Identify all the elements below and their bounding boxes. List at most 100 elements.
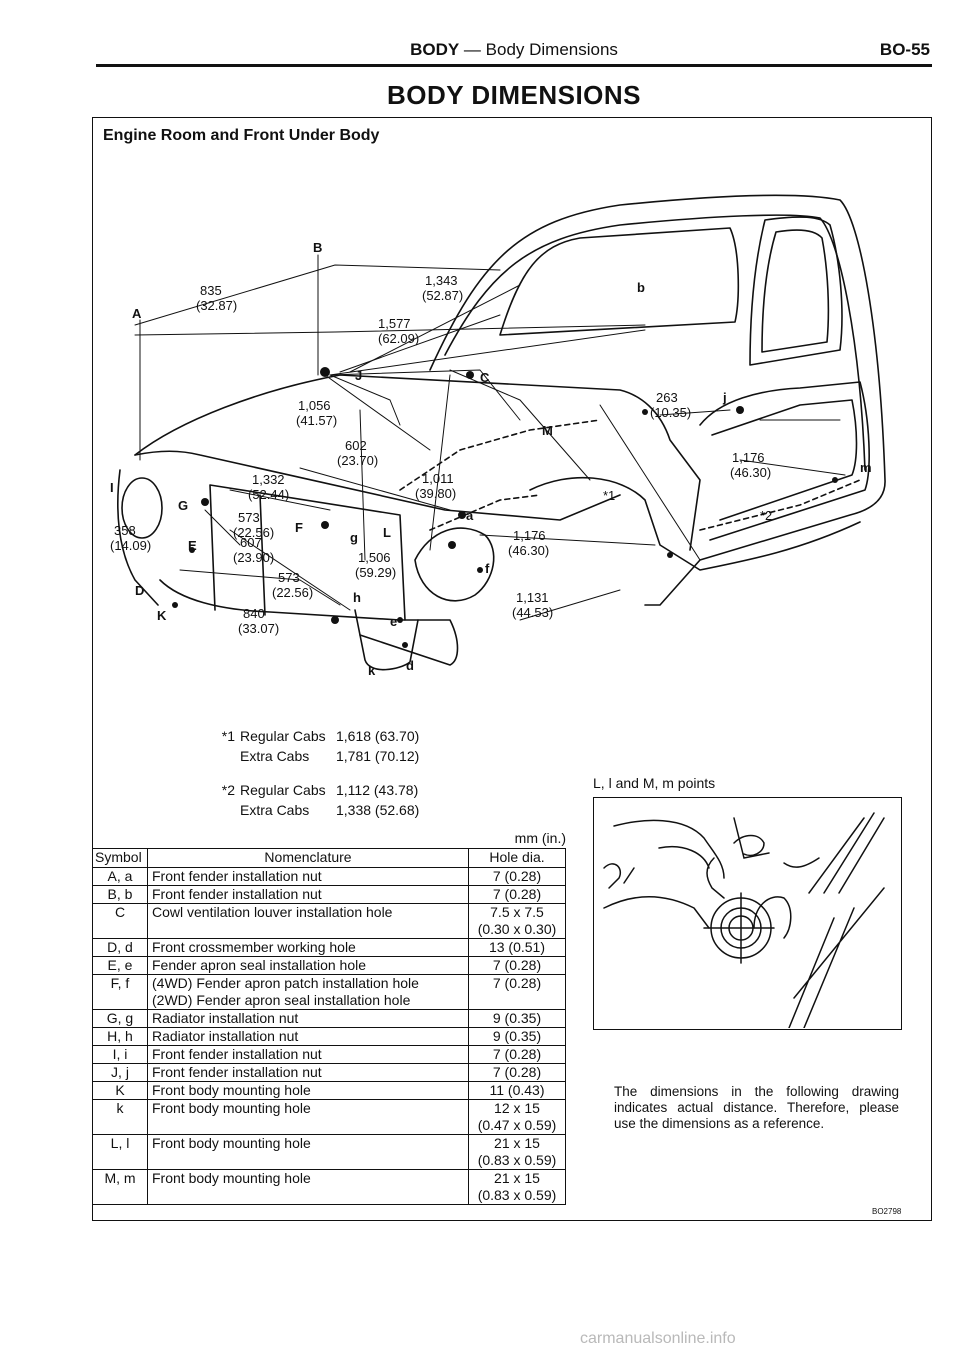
dim-1343-in: (52.87) bbox=[422, 288, 463, 303]
table-row: L, l Front body mounting hole 21 x 15 (0… bbox=[92, 1134, 566, 1170]
label-I: I bbox=[110, 480, 114, 495]
dim-1577: 1,577 bbox=[378, 316, 411, 331]
page-title: BODY DIMENSIONS bbox=[386, 80, 642, 110]
body-diagram: B A 835 (32.87) 1,343 (52.87) 1,577 (62.… bbox=[110, 194, 886, 678]
header-section: BODY bbox=[410, 40, 460, 59]
figure-code: BO2798 bbox=[872, 1207, 902, 1216]
label-k: k bbox=[368, 663, 376, 678]
section-title: Engine Room and Front Under Body bbox=[103, 127, 380, 144]
label-m: m bbox=[860, 460, 872, 475]
wheel-arch bbox=[414, 527, 495, 602]
label-b: b bbox=[637, 280, 645, 295]
hole-spec-table: Symbol Nomenclature Hole dia. A, a Front… bbox=[92, 848, 566, 1205]
rocker bbox=[529, 476, 861, 571]
cell-symbol: B, b bbox=[92, 885, 148, 904]
label-C: C bbox=[480, 370, 490, 385]
header-title: BODY — Body Dimensions bbox=[96, 40, 932, 60]
cell-hole-line-2: (0.83 x 0.59) bbox=[477, 1152, 557, 1168]
dim-1056: 1,056 bbox=[298, 398, 331, 413]
label-d: d bbox=[406, 658, 414, 673]
label-f: f bbox=[485, 561, 490, 576]
table-row: D, d Front crossmember working hole 13 (… bbox=[92, 938, 566, 957]
headlamp-opening bbox=[121, 477, 163, 539]
dim-835: 835 bbox=[200, 283, 222, 298]
reference-note: The dimensions in the following drawing … bbox=[614, 1084, 899, 1131]
dim-602: 602 bbox=[345, 438, 367, 453]
cab-inner-line bbox=[444, 214, 866, 471]
units-label: mm (in.) bbox=[514, 830, 566, 846]
label-e: e bbox=[390, 614, 397, 629]
dim-358: 358 bbox=[114, 523, 136, 538]
star-2: *2 bbox=[760, 508, 772, 523]
dim-1506: 1,506 bbox=[358, 550, 391, 565]
cell-hole: 7 (0.28) bbox=[468, 867, 566, 886]
dim-1176a: 1,176 bbox=[513, 528, 546, 543]
dim-573a: 573 bbox=[238, 510, 260, 525]
dim-840: 840 bbox=[243, 606, 265, 621]
cell-name: Front fender installation nut bbox=[147, 867, 469, 886]
note-1-cab-2: Extra Cabs bbox=[240, 748, 310, 764]
note-1: *1 Regular Cabs 1,618 (63.70) Extra Cabs… bbox=[198, 726, 420, 766]
cell-hole-line-1: 7.5 x 7.5 bbox=[490, 904, 544, 920]
dim-1343: 1,343 bbox=[425, 273, 458, 288]
radiator-support bbox=[209, 484, 406, 621]
cell-hole: 7 (0.28) bbox=[468, 885, 566, 904]
cell-name: Front body mounting hole bbox=[147, 1169, 469, 1205]
label-B: B bbox=[313, 240, 322, 255]
cell-symbol: J, j bbox=[92, 1063, 148, 1082]
dim-602-in: (23.70) bbox=[337, 453, 378, 468]
engine-apron bbox=[134, 450, 621, 521]
cell-hole: 7 (0.28) bbox=[468, 1045, 566, 1064]
cell-symbol: K bbox=[92, 1081, 148, 1100]
note-1-value-2: 1,781 (70.12) bbox=[336, 748, 420, 764]
page-header: BODY — Body Dimensions BO-55 bbox=[96, 40, 932, 67]
dim-263: 263 bbox=[656, 390, 678, 405]
label-G: G bbox=[178, 498, 188, 513]
cell-symbol: A, a bbox=[92, 867, 148, 886]
table-row: A, a Front fender installation nut 7 (0.… bbox=[92, 867, 566, 886]
cell-name: Radiator installation nut bbox=[147, 1027, 469, 1046]
cell-hole-line-1: 12 x 15 bbox=[494, 1100, 540, 1116]
table-row: I, i Front fender installation nut 7 (0.… bbox=[92, 1045, 566, 1064]
star-1: *1 bbox=[603, 488, 615, 503]
header-nomenclature: Nomenclature bbox=[147, 848, 469, 868]
label-h: h bbox=[353, 590, 361, 605]
label-g: g bbox=[350, 530, 358, 545]
table-header-row: Symbol Nomenclature Hole dia. bbox=[92, 848, 566, 868]
cell-hole: 9 (0.35) bbox=[468, 1009, 566, 1028]
windshield bbox=[499, 227, 740, 336]
label-L: L bbox=[383, 525, 391, 540]
dim-607-in: (23.90) bbox=[233, 550, 274, 565]
dim-573b-in: (22.56) bbox=[272, 585, 313, 600]
cell-name: Front fender installation nut bbox=[147, 1063, 469, 1082]
note-2-cab-1: Regular Cabs bbox=[240, 782, 326, 798]
cell-name: Front body mounting hole bbox=[147, 1099, 469, 1135]
door-frame bbox=[699, 381, 870, 541]
rear-window-inner bbox=[761, 229, 830, 353]
table-row: H, h Radiator installation nut 9 (0.35) bbox=[92, 1027, 566, 1046]
dim-573b: 573 bbox=[278, 570, 300, 585]
cell-name: Fender apron seal installation hole bbox=[147, 956, 469, 975]
cell-name: Front body mounting hole bbox=[147, 1081, 469, 1100]
cab-outline bbox=[429, 194, 886, 606]
cell-symbol: k bbox=[92, 1099, 148, 1135]
content-frame bbox=[92, 117, 932, 1221]
label-D: D bbox=[135, 583, 144, 598]
watermark: carmanualsonline.info bbox=[580, 1330, 736, 1347]
inset-label: L, l and M, m points bbox=[593, 775, 716, 791]
cell-name: Cowl ventilation louver installation hol… bbox=[147, 903, 469, 939]
dim-1176a-in: (46.30) bbox=[508, 543, 549, 558]
header-symbol: Symbol bbox=[92, 848, 148, 868]
cell-hole: 7 (0.28) bbox=[468, 956, 566, 975]
table-row: G, g Radiator installation nut 9 (0.35) bbox=[92, 1009, 566, 1028]
cell-name: (4WD) Fender apron patch installation ho… bbox=[147, 974, 469, 1010]
front-crossmember bbox=[159, 579, 459, 666]
table-row: B, b Front fender installation nut 7 (0.… bbox=[92, 885, 566, 904]
cell-symbol: G, g bbox=[92, 1009, 148, 1028]
table-row: k Front body mounting hole 12 x 15 (0.47… bbox=[92, 1099, 566, 1135]
dim-573a-in: (22.56) bbox=[233, 525, 274, 540]
label-M: M bbox=[542, 423, 553, 438]
cell-hole: 7 (0.28) bbox=[468, 974, 566, 1010]
cell-hole-line-2: (0.30 x 0.30) bbox=[477, 921, 557, 937]
cell-symbol: M, m bbox=[92, 1169, 148, 1205]
